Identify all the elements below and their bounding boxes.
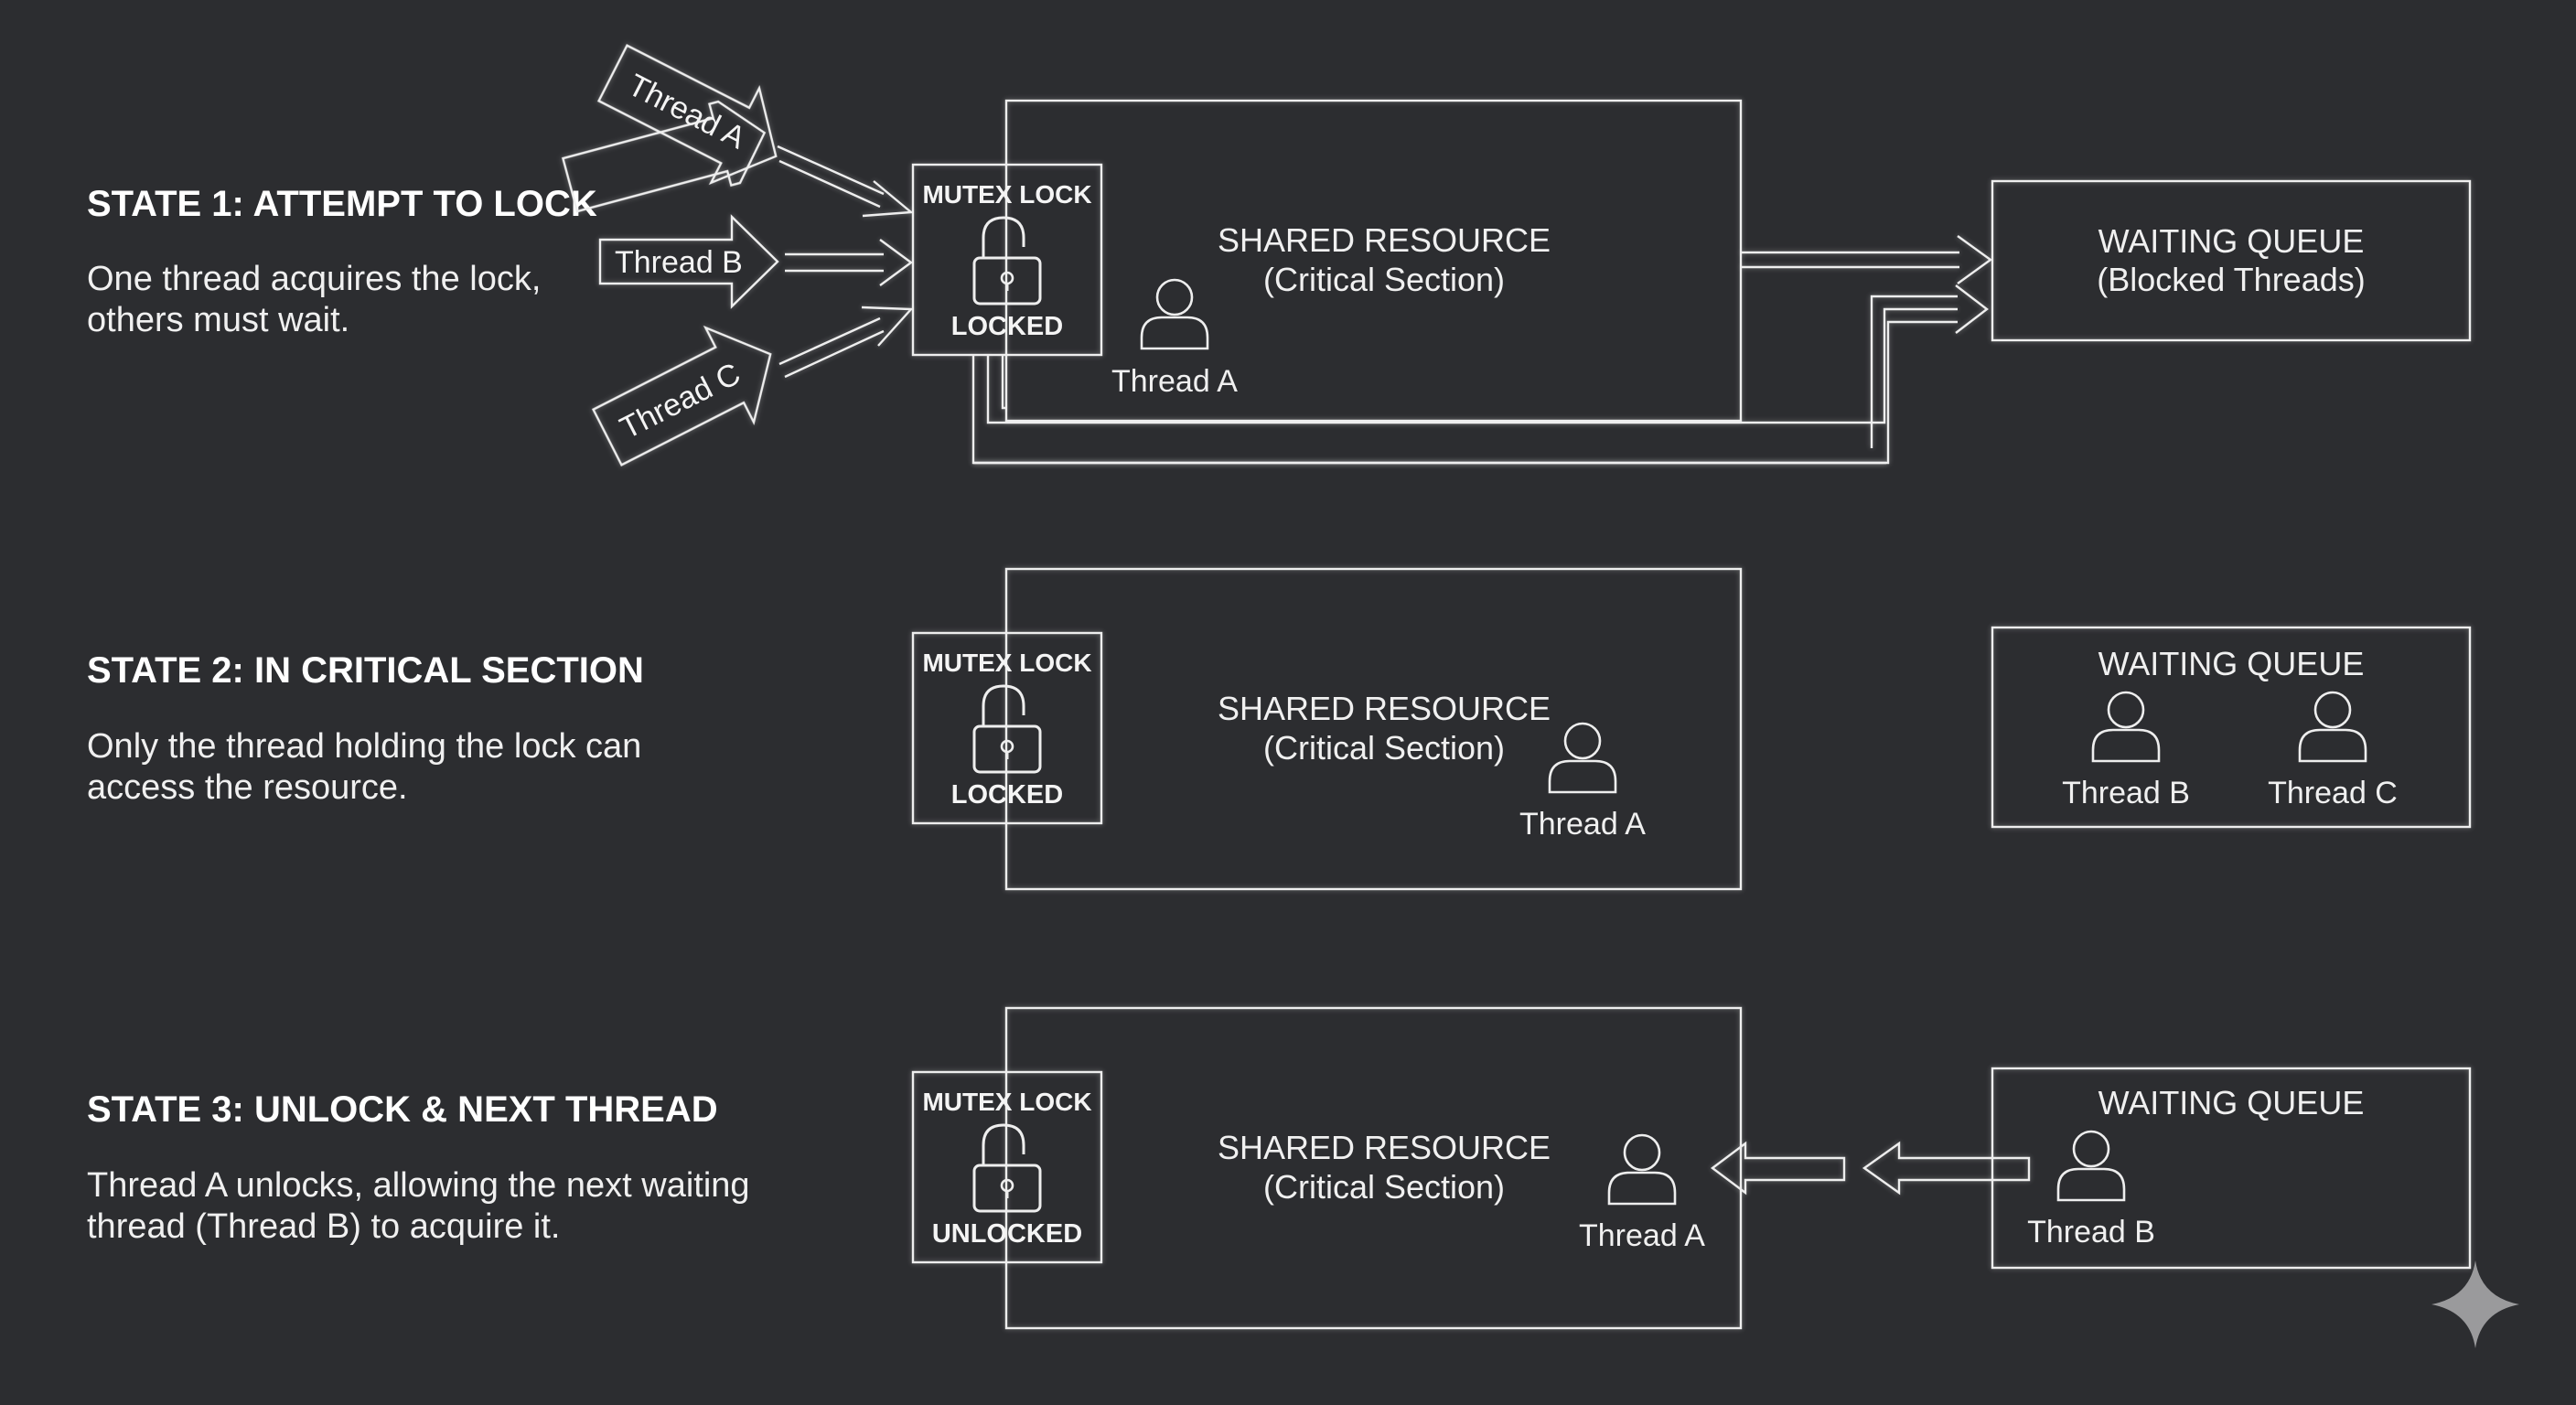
state-3-thread-b-person-icon: [2056, 1130, 2126, 1202]
state-3-arrow-to-resource: [1711, 1141, 1846, 1196]
state-2-mutex-title: MUTEX LOCK: [922, 649, 1091, 677]
state-2-resource-subtitle: (Critical Section): [1263, 729, 1505, 767]
state-3-heading: STATE 3: UNLOCK & NEXT THREAD: [87, 1089, 718, 1130]
state-1-queue-subtitle: (Blocked Threads): [2097, 261, 2365, 298]
state-3-arrow-from-queue: [1862, 1141, 2031, 1196]
thread-c-arrow-shaft: [778, 316, 885, 379]
state-1-mutex-title: MUTEX LOCK: [922, 180, 1091, 209]
state-3-description-line-1: Thread A unlocks, allowing the next wait…: [87, 1166, 750, 1205]
state-1-loop-path-2: [973, 320, 1958, 465]
state-3-description-line-2: thread (Thread B) to acquire it.: [87, 1207, 560, 1246]
state-1-heading: STATE 1: ATTEMPT TO LOCK: [87, 184, 597, 224]
state-1-loop-path-3: [1870, 295, 1958, 448]
state-1-thread-a-label: Thread A: [1111, 364, 1238, 399]
state-2: STATE 2: IN CRITICAL SECTION Only the th…: [87, 567, 2472, 891]
state-3-thread-a-label: Thread A: [1579, 1218, 1705, 1253]
thread-a-arrow: Thread A: [596, 44, 778, 186]
state-3-mutex-title: MUTEX LOCK: [922, 1088, 1091, 1116]
state-2-mutex-status: LOCKED: [951, 780, 1063, 810]
thread-b-arrow-head: [879, 239, 914, 286]
state-1-resource-subtitle: (Critical Section): [1263, 261, 1505, 298]
state-3-thread-a-person-icon: [1607, 1133, 1677, 1206]
state-1-queue-arrow-shaft: [1741, 251, 1959, 269]
thread-a-arrow-shaft: [777, 145, 885, 209]
thread-b-arrow-shaft: [785, 252, 884, 273]
state-1: STATE 1: ATTEMPT TO LOCK One thread acqu…: [87, 44, 2472, 467]
state-2-thread-c-label: Thread C: [2268, 776, 2398, 810]
state-1-waiting-queue-box: [1991, 179, 2472, 342]
thread-a-arrow-head: [862, 180, 915, 218]
state-1-thread-a-person-icon: [1140, 278, 1209, 350]
state-1-description-line-1: One thread acquires the lock,: [87, 260, 541, 298]
state-3-resource-title: SHARED RESOURCE: [1218, 1129, 1551, 1166]
state-3-queue-title: WAITING QUEUE: [2098, 1084, 2365, 1121]
state-2-thread-b-person-icon: [2091, 691, 2161, 763]
state-2-resource-title: SHARED RESOURCE: [1218, 690, 1551, 727]
state-3-mutex-lock-box: [911, 1070, 1103, 1264]
state-1-loop-arrow-head: [1955, 284, 1989, 334]
state-2-description-line-2: access the resource.: [87, 768, 408, 807]
state-3-thread-b-label: Thread B: [2027, 1215, 2155, 1249]
sparkle-icon: [2431, 1260, 2519, 1348]
state-2-thread-a-person-icon: [1548, 722, 1617, 794]
state-3-mutex-status: UNLOCKED: [932, 1219, 1082, 1249]
state-2-mutex-lock-box: [911, 631, 1103, 825]
thread-b-arrow-label: Thread B: [615, 245, 743, 280]
state-2-thread-b-label: Thread B: [2062, 776, 2190, 810]
state-3-resource-subtitle: (Critical Section): [1263, 1168, 1505, 1206]
state-3-waiting-queue-box: [1991, 1067, 2472, 1270]
state-2-waiting-queue-box: [1991, 626, 2472, 829]
thread-c-arrow-head: [861, 306, 914, 347]
state-1-shared-resource-box: [1004, 99, 1743, 423]
state-3-shared-resource-box: [1004, 1006, 1743, 1330]
state-3: STATE 3: UNLOCK & NEXT THREAD Thread A u…: [87, 1006, 2472, 1330]
thread-c-arrow-label: Thread C: [615, 356, 746, 445]
state-2-thread-a-label: Thread A: [1519, 807, 1646, 842]
state-2-shared-resource-box: [1004, 567, 1743, 891]
state-1-loop-inner: [1001, 355, 1006, 410]
state-1-queue-title: WAITING QUEUE: [2098, 222, 2365, 260]
thread-c-arrow: Thread C: [591, 325, 772, 467]
thread-a-incoming-arrow: [561, 100, 767, 213]
state-1-mutex-lock-box: [911, 163, 1103, 357]
state-2-heading: STATE 2: IN CRITICAL SECTION: [87, 650, 644, 691]
state-1-queue-arrow-head: [1957, 235, 1993, 284]
state-1-mutex-status: LOCKED: [951, 312, 1063, 341]
state-2-thread-c-person-icon: [2298, 691, 2367, 763]
state-2-queue-title: WAITING QUEUE: [2098, 645, 2365, 682]
state-1-resource-title: SHARED RESOURCE: [1218, 221, 1551, 259]
state-1-arrows: Thread A Thread B Thread C: [591, 44, 915, 467]
state-1-description-line-2: others must wait.: [87, 301, 349, 339]
state-2-description-line-1: Only the thread holding the lock can: [87, 727, 641, 766]
thread-b-arrow: [598, 214, 779, 309]
